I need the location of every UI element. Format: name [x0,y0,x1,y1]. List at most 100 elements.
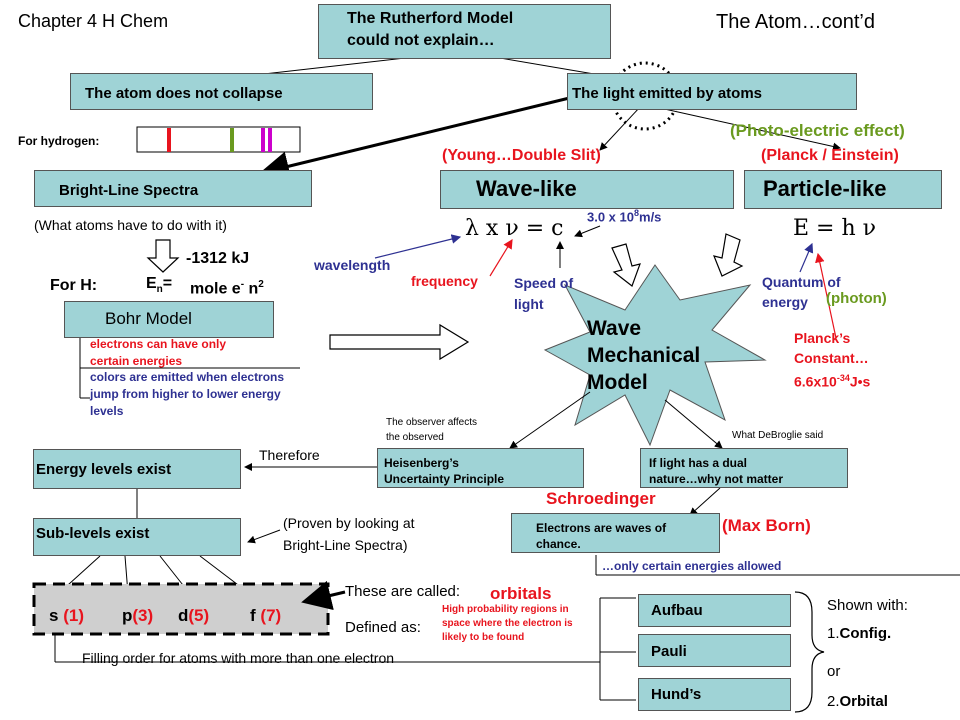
energies-line2: certain energies [90,354,183,368]
colors-line1: colors are emitted when electrons [90,370,285,384]
en-base: E [146,275,157,292]
quantum-line2: energy [762,294,808,310]
sublevel-s: s (1) [49,606,84,626]
sublevel-p-count: (3) [132,606,154,625]
wave-like-box: Wave-like [440,170,734,209]
sublevel-dashed-box [32,582,330,636]
shown-n2: 2. [827,693,840,710]
denom-exp: 2 [258,279,264,290]
wavelength-arrow [374,234,462,259]
sublevel-f-letter: f [250,606,256,625]
energies-line1: electrons can have only [90,337,227,351]
pauli-label: Pauli [651,643,687,660]
dual-line1: If light has a dual [649,456,748,470]
hunds-box: Hund’s [638,678,791,711]
filling-order-note: Filling order for atoms with more than o… [82,650,395,666]
hollow-arrow-right [329,323,470,361]
bohr-numerator: -1312 kJ [186,250,250,267]
spectrum-line-green [230,128,234,152]
proven-line2: Bright-Line Spectra) [283,537,408,553]
observer-line2: the observed [386,432,444,443]
bright-line-spectra-box: Bright-Line Spectra [34,170,312,207]
spectrum-line-red [167,128,171,152]
wave-like-label: Wave-like [476,176,577,201]
heisenberg-box: Heisenberg’s Uncertainty Principle [377,448,584,488]
observer-note: The observer affects the observed [386,415,477,445]
orbitals-word: orbitals [490,584,552,603]
sub-levels-label: Sub-levels exist [36,525,150,542]
energy-levels-label: Energy levels exist [36,461,172,478]
wmm-starburst [543,264,767,447]
planck-line1: Planck’s [794,330,851,346]
speed-value-arrow [574,225,601,238]
rutherford-line1: The Rutherford Model [347,10,514,27]
speed-exp: 8 [634,208,640,218]
for-h-label: For H: [50,277,98,294]
these-are-called: These are called: [345,583,461,600]
spectrum-line-violet-2 [268,128,272,152]
arrow-to-spectra [259,91,591,181]
not-collapse-box: The atom does not collapse [70,73,373,110]
young-label: (Young…Double Slit) [442,147,601,164]
line-top-left [254,57,406,76]
arrow-to-heisenberg [509,391,591,449]
photon-label: (photon) [826,290,887,307]
electrons-waves-line1: Electrons are waves of [536,521,667,535]
sublevel-p-letter: p [122,606,133,625]
chapter-title: Chapter 4 H Chem [18,11,169,31]
wmm-label: Wave Mechanical Model [587,315,700,396]
max-born-label: (Max Born) [722,516,811,535]
colors-line3: levels [90,404,124,418]
en-sub: n [156,284,163,296]
wavelength-label: wavelength [314,257,391,273]
arrow-to-electrons-waves [689,487,721,516]
light-emitted-box: The light emitted by atoms [567,73,857,110]
planck-constant-label: Planck’s Constant… 6.6x10-34J•s [794,328,870,392]
planck-line2: Constant… [794,350,869,366]
shown-with-label: Shown with: [827,597,908,614]
rutherford-box: The Rutherford Model could not explain… [318,4,611,59]
arrow-to-dual [664,399,723,449]
planck-value: 6.6x10-34J•s [794,368,870,392]
speed-value: 3.0 x 108m/s [587,208,661,224]
electrons-waves-box: Electrons are waves of chance. [511,513,720,553]
wave-equation: λ x ν = c [465,216,564,241]
speed-of-light-label: Speed of light [514,273,573,315]
wmm-line3: Model [587,371,648,394]
frequency-label: frequency [411,273,478,289]
quantum-line1: Quantum of [762,274,841,290]
def-line1: High probability regions in [442,604,569,615]
right-brace [794,591,825,713]
bohr-energies-note: electrons can have only certain energies [90,336,226,370]
speed-unit: m/s [639,209,662,225]
sublevel-s-letter: s [49,606,59,625]
quantum-label: Quantum of energy [762,272,841,312]
arrow-to-wave [599,106,641,151]
sublevel-d-count: (5) [188,606,210,625]
particle-like-label: Particle-like [763,176,887,201]
shown-orbital: 2.Orbital [827,693,888,710]
sublevel-p: p(3) [122,606,153,626]
electrons-waves-line2: chance. [536,537,581,551]
light-emitted-label: The light emitted by atoms [572,85,763,102]
pauli-box: Pauli [638,634,791,667]
proven-line1: (Proven by looking at [283,515,415,531]
sublevel-f-count: (7) [260,606,282,625]
spectrum-bar [136,126,301,153]
dual-line2: nature…why not matter [649,472,784,486]
speed-line1: Speed of [514,275,574,291]
atom-contd-title: The Atom…cont’d [716,11,875,33]
bohr-model-box: Bohr Model [64,301,274,338]
rutherford-line2: could not explain… [347,32,495,49]
denom-minus: - [240,279,245,290]
defined-as: Defined as: [345,619,421,636]
photo-electric-label: (Photo-electric effect) [730,121,905,140]
planck-unit: J•s [849,373,871,390]
arrow-proven [247,529,281,544]
config-label: Config. [839,625,892,642]
hunds-label: Hund’s [651,686,702,703]
speed-line2: light [514,296,544,312]
orbitals-definition: High probability regions in space where … [442,603,573,645]
shown-or: or [827,663,841,680]
